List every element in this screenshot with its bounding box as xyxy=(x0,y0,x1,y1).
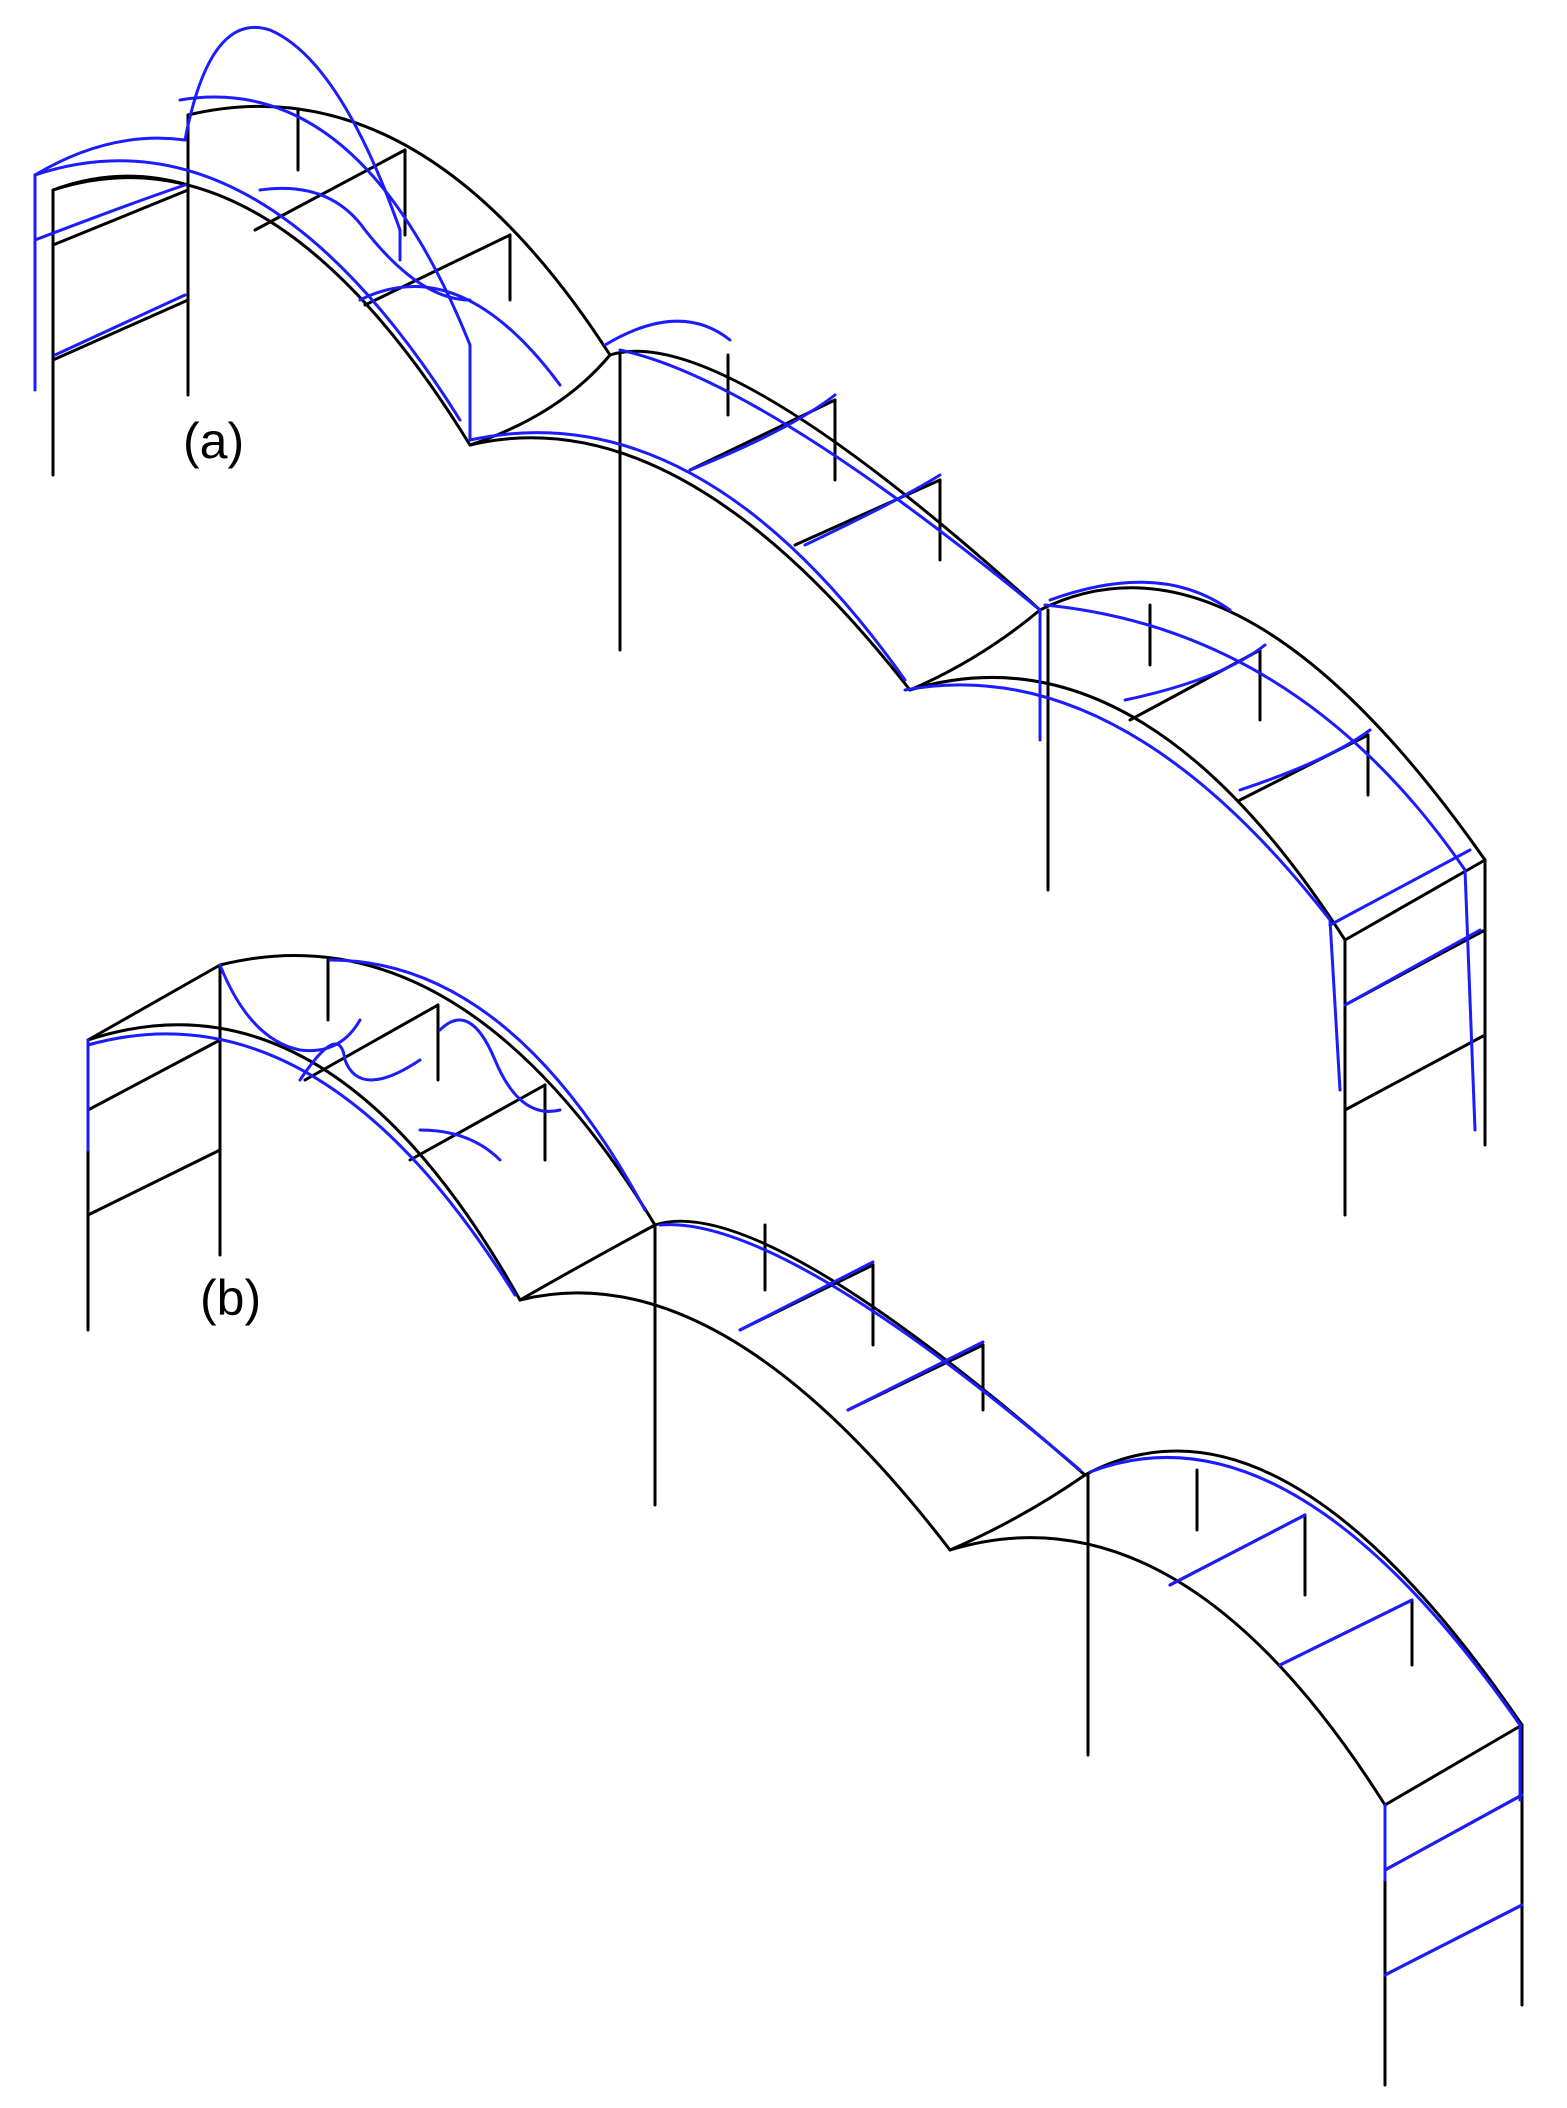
panel-a: (a) xyxy=(33,25,1487,1217)
panel-a-deformed-shape xyxy=(33,25,1482,1132)
panel-a-undeformed-frame xyxy=(51,104,1487,1217)
panel-b: (b) xyxy=(86,954,1524,2087)
panel-b-undeformed-frame xyxy=(86,954,1524,2087)
panel-b-deformed-shape xyxy=(86,958,1524,1977)
panel-b-label: (b) xyxy=(200,1270,261,1326)
panel-a-label: (a) xyxy=(183,413,244,469)
